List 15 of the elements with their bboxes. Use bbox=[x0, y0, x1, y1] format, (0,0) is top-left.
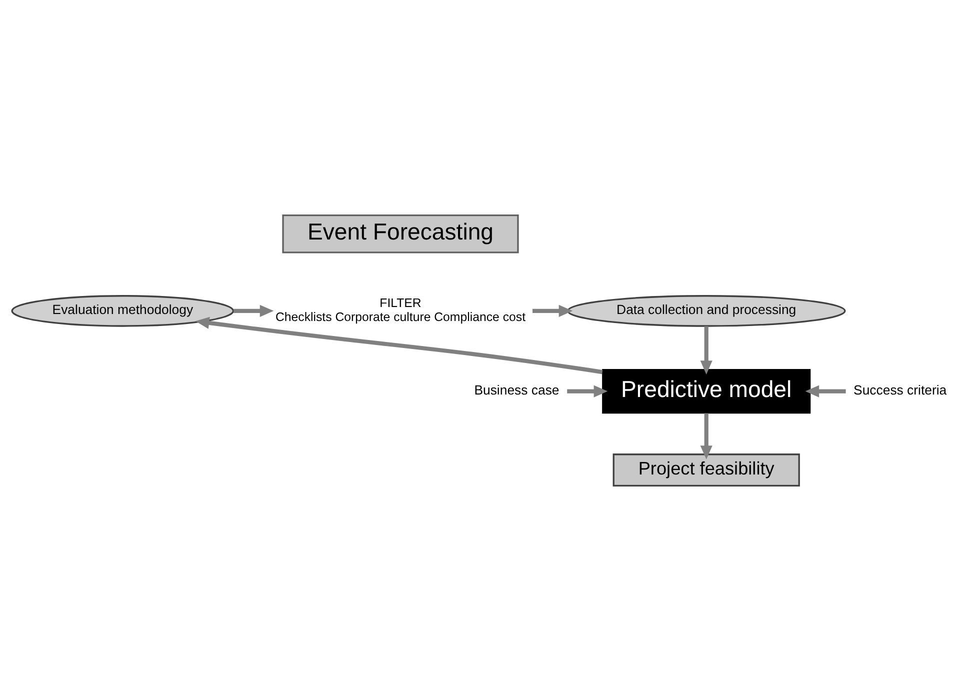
arrow bbox=[700, 326, 712, 374]
arrow bbox=[532, 304, 573, 316]
node-box: Predictive model bbox=[602, 368, 811, 414]
arrow bbox=[805, 384, 846, 397]
node-ellipse: Evaluation methodology bbox=[11, 294, 234, 326]
node-box: Event Forecasting bbox=[282, 214, 519, 253]
arrow bbox=[195, 316, 603, 374]
arrow bbox=[567, 384, 608, 397]
arrow bbox=[234, 304, 274, 316]
node-text: FILTER Checklists Corporate culture Compliance cost bbox=[275, 295, 526, 324]
node-ellipse: Data collection and processing bbox=[566, 294, 846, 326]
node-text: Business case bbox=[474, 382, 560, 397]
arrow bbox=[700, 412, 712, 459]
node-text: Success criteria bbox=[854, 382, 947, 397]
node-box: Project feasibility bbox=[612, 453, 800, 486]
